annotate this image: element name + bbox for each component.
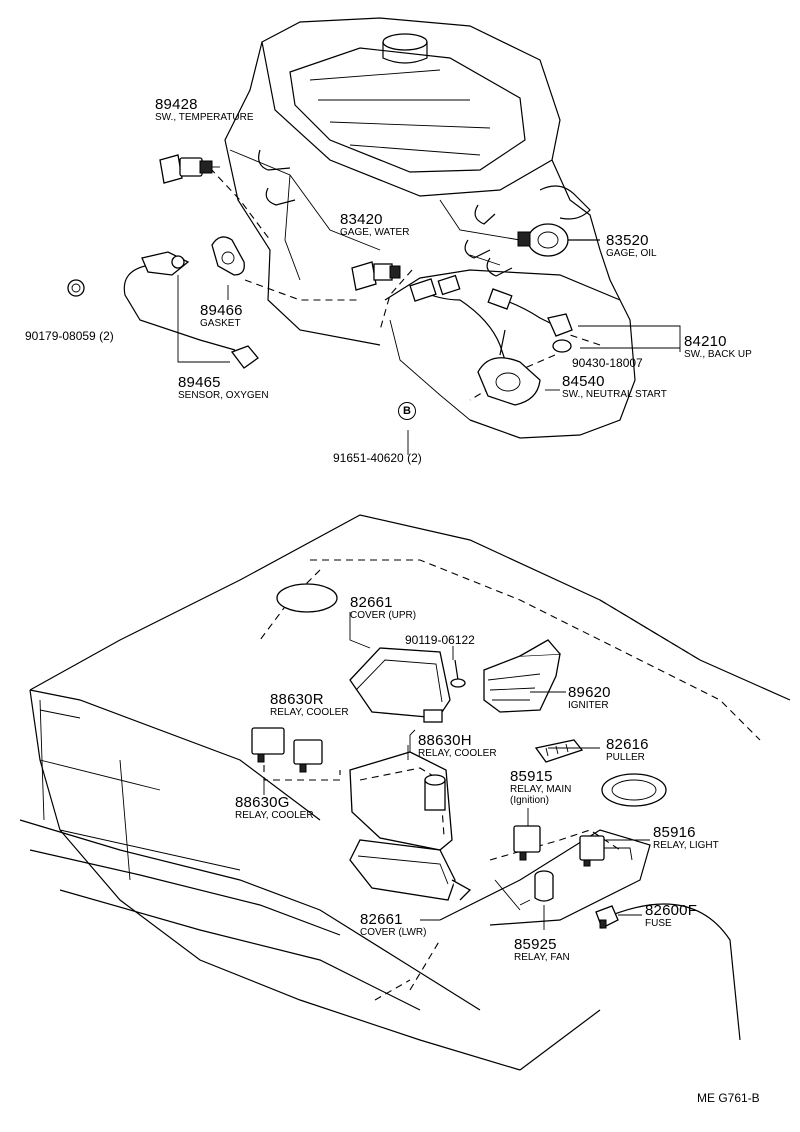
part-number: 82661 (350, 594, 393, 611)
label-85925: 85925 RELAY, FAN (514, 937, 570, 963)
neutral-start-switch-part (477, 329, 541, 406)
label-89620: 89620 IGNITER (568, 685, 611, 711)
label-83520: 83520 GAGE, OIL (606, 233, 657, 259)
lower-leader-lines (349, 612, 650, 930)
part-number: 82600F (645, 902, 698, 919)
part-desc: SENSOR, OXYGEN (178, 390, 269, 401)
part-number: 84540 (562, 373, 605, 390)
part-number: 90179-08059 (2) (25, 329, 114, 343)
fan-relay-part (534, 870, 554, 902)
label-82616: 82616 PULLER (606, 737, 649, 763)
part-number: 91651-40620 (2) (333, 451, 422, 465)
label-88630G: 88630G RELAY, COOLER (235, 795, 314, 821)
label-82661-upper: 82661 COVER (UPR) (350, 595, 416, 621)
igniter-part (483, 639, 561, 713)
part-desc: RELAY, COOLER (235, 810, 314, 821)
part-number: 82616 (606, 736, 649, 753)
label-82600F: 82600F FUSE (645, 903, 697, 929)
bolt-part (450, 659, 466, 688)
part-desc: RELAY, COOLER (270, 707, 349, 718)
part-number: 85925 (514, 936, 557, 953)
fuse-part (595, 905, 619, 929)
car-body-drawing (19, 514, 791, 1071)
label-90430: 90430-18007 (572, 357, 643, 369)
label-90119: 90119-06122 (405, 634, 475, 646)
cover-upper-part (349, 647, 451, 723)
part-desc: RELAY, LIGHT (653, 840, 719, 851)
part-desc: SW., NEUTRAL START (562, 389, 667, 400)
reference-code: ME G761-B (697, 1091, 760, 1105)
part-desc: RELAY, COOLER (418, 748, 497, 759)
part-number: 84210 (684, 333, 727, 350)
part-number: 89465 (178, 374, 221, 391)
nut-part (67, 279, 85, 297)
label-88630R: 88630R RELAY, COOLER (270, 692, 349, 718)
part-number: 90430-18007 (572, 356, 643, 370)
part-desc: GAGE, WATER (340, 227, 410, 238)
part-number: 88630R (270, 691, 324, 708)
part-number: 88630G (235, 794, 290, 811)
part-number: 83520 (606, 232, 649, 249)
part-desc: COVER (UPR) (350, 610, 417, 621)
part-number: 89466 (200, 302, 243, 319)
label-89466: 89466 GASKET (200, 303, 243, 329)
part-desc: SW., TEMPERATURE (155, 112, 254, 123)
part-number: 83420 (340, 211, 383, 228)
part-desc: RELAY, FAN (514, 952, 570, 963)
label-90179: 90179-08059 (2) (25, 330, 114, 342)
fuse-box-part (349, 729, 453, 851)
part-note: (Ignition) (510, 795, 549, 806)
part-number: 82661 (360, 911, 403, 928)
cooler-relay-pair (251, 727, 341, 795)
oxygen-sensor-part (123, 251, 259, 369)
main-relay-part (513, 825, 541, 861)
part-desc: SW., BACK UP (684, 349, 752, 360)
label-83420: 83420 GAGE, WATER (340, 212, 409, 238)
label-89465: 89465 SENSOR, OXYGEN (178, 375, 269, 401)
cover-lower-part (349, 839, 472, 901)
backup-switch-part (409, 274, 573, 361)
part-desc: RELAY, MAIN (510, 784, 572, 795)
label-85915: 85915 RELAY, MAIN (Ignition) (510, 769, 571, 806)
label-89428: 89428 SW., TEMPERATURE (155, 97, 254, 123)
callout-letter-b: B (398, 402, 416, 420)
part-number: 88630H (418, 732, 472, 749)
upper-leader-lines (177, 239, 681, 455)
label-85916: 85916 RELAY, LIGHT (653, 825, 719, 851)
label-84540: 84540 SW., NEUTRAL START (562, 374, 667, 400)
water-gage-part (351, 261, 401, 291)
label-91651: 91651-40620 (2) (333, 452, 422, 464)
part-desc: FUSE (645, 918, 672, 929)
part-number: 85916 (653, 824, 696, 841)
part-number: 85915 (510, 768, 553, 785)
part-number: 90119-06122 (405, 633, 475, 647)
part-desc: IGNITER (568, 700, 609, 711)
part-desc: COVER (LWR) (360, 927, 427, 938)
gasket-part (211, 236, 245, 276)
label-82661-lower: 82661 COVER (LWR) (360, 912, 426, 938)
part-number: 89620 (568, 684, 611, 701)
puller-part (534, 739, 584, 763)
label-88630H: 88630H RELAY, COOLER (418, 733, 497, 759)
label-84210: 84210 SW., BACK UP (684, 334, 752, 360)
temperature-switch-part (159, 154, 220, 184)
part-desc: GAGE, OIL (606, 248, 657, 259)
part-desc: GASKET (200, 318, 241, 329)
part-number: 89428 (155, 96, 198, 113)
part-desc: PULLER (606, 752, 645, 763)
light-relay-part (579, 835, 633, 867)
